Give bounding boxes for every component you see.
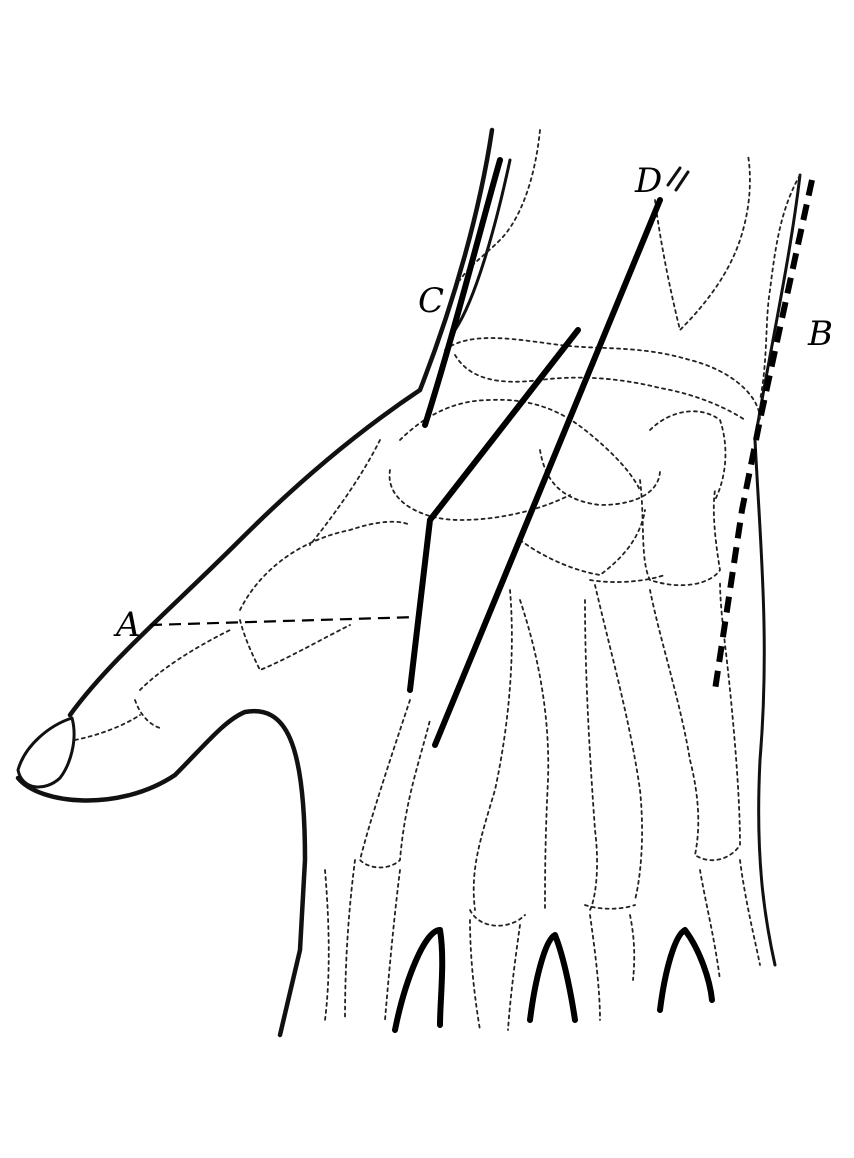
incisions <box>392 157 815 1033</box>
incision-c <box>422 157 503 428</box>
hand-outline <box>15 127 802 1038</box>
web-mark-3 <box>657 927 715 1013</box>
bones <box>74 129 801 1031</box>
d-tick <box>666 166 690 192</box>
incision-d <box>432 197 663 748</box>
thumbnail-outline <box>16 716 76 789</box>
incision-a <box>407 327 581 693</box>
label-a: A <box>113 605 141 645</box>
label-b: B <box>807 314 833 354</box>
label-a-leader <box>149 615 419 627</box>
label-d: D <box>634 161 662 201</box>
label-c: C <box>418 281 444 321</box>
incision-b <box>712 179 815 691</box>
web-mark-2 <box>527 932 578 1023</box>
web-mark-1 <box>392 927 446 1033</box>
